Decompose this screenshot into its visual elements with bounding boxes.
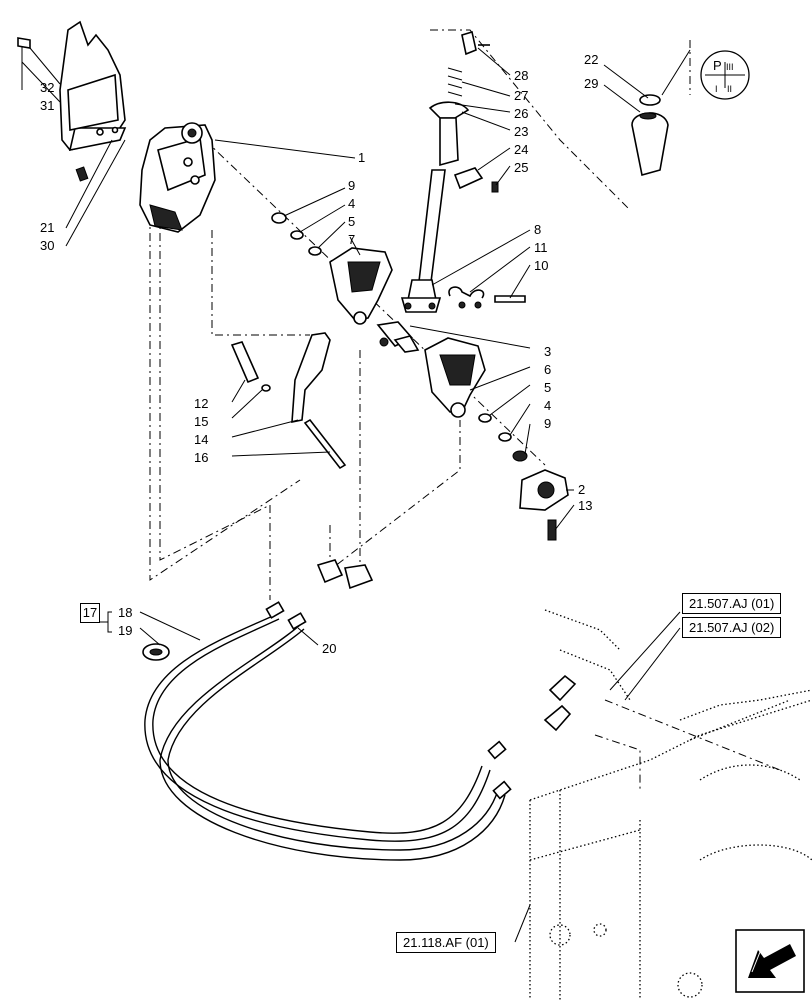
callout-23: 23 bbox=[514, 124, 528, 139]
callout-25: 25 bbox=[514, 160, 528, 175]
callout-2: 2 bbox=[578, 482, 585, 497]
arrow-left-down-icon[interactable] bbox=[735, 929, 805, 993]
callout-5-upper: 5 bbox=[348, 214, 355, 229]
callout-16: 16 bbox=[194, 450, 208, 465]
lower-rings bbox=[478, 413, 528, 462]
lever-shaft bbox=[400, 30, 499, 313]
gate-plate-upper bbox=[329, 247, 393, 325]
group-bracket bbox=[100, 611, 112, 633]
callout-11: 11 bbox=[534, 240, 548, 255]
shift-pattern-badge bbox=[700, 50, 750, 100]
callout-24: 24 bbox=[514, 142, 528, 157]
group-box-17: 17 bbox=[80, 603, 100, 623]
leader-lines bbox=[21, 47, 691, 943]
callout-4-upper: 4 bbox=[348, 196, 355, 211]
callout-14: 14 bbox=[194, 432, 208, 447]
gear-knob bbox=[631, 94, 669, 177]
callout-15: 15 bbox=[194, 414, 208, 429]
callout-22: 22 bbox=[584, 52, 598, 67]
callout-7: 7 bbox=[348, 232, 355, 247]
end-cover bbox=[519, 469, 569, 541]
callout-9-lower: 9 bbox=[544, 416, 551, 431]
upper-rings bbox=[271, 212, 322, 256]
callout-1: 1 bbox=[358, 150, 365, 165]
selector-housing bbox=[139, 122, 216, 233]
shift-iii-symbol: III bbox=[726, 62, 734, 72]
callout-21: 21 bbox=[40, 220, 54, 235]
callout-13: 13 bbox=[578, 498, 592, 513]
selector-lever-arm bbox=[230, 332, 347, 470]
callout-19: 19 bbox=[118, 623, 132, 638]
callout-8: 8 bbox=[534, 222, 541, 237]
callout-4-lower: 4 bbox=[544, 398, 551, 413]
callout-3: 3 bbox=[544, 344, 551, 359]
callout-10: 10 bbox=[534, 258, 548, 273]
callout-20: 20 bbox=[322, 641, 336, 656]
pin-and-springs bbox=[448, 286, 526, 309]
middle-shaft bbox=[376, 321, 420, 353]
reference-21-507-aj-02[interactable]: 21.507.AJ (02) bbox=[682, 617, 782, 638]
callout-30: 30 bbox=[40, 238, 54, 253]
grommet-seal bbox=[142, 643, 170, 661]
callout-12: 12 bbox=[194, 396, 208, 411]
transmission-housing bbox=[529, 609, 812, 1000]
reference-21-507-aj-01[interactable]: 21.507.AJ (01) bbox=[682, 593, 782, 614]
callout-28: 28 bbox=[514, 68, 528, 83]
callout-31: 31 bbox=[40, 98, 54, 113]
callout-18: 18 bbox=[118, 605, 132, 620]
bowden-cables bbox=[144, 559, 577, 861]
callout-9-upper: 9 bbox=[348, 178, 355, 193]
gate-plate-lower bbox=[424, 337, 486, 418]
callout-29: 29 bbox=[584, 76, 598, 91]
reference-21-118-af-01[interactable]: 21.118.AF (01) bbox=[396, 932, 496, 953]
callout-6: 6 bbox=[544, 362, 551, 377]
callout-5-lower: 5 bbox=[544, 380, 551, 395]
shift-p-symbol: P bbox=[713, 58, 722, 73]
callout-27: 27 bbox=[514, 88, 528, 103]
callout-32: 32 bbox=[40, 80, 54, 95]
callout-26: 26 bbox=[514, 106, 528, 121]
support-bracket bbox=[17, 20, 127, 182]
shift-ii-symbol: II bbox=[727, 84, 732, 94]
shift-i-symbol: I bbox=[715, 84, 718, 94]
